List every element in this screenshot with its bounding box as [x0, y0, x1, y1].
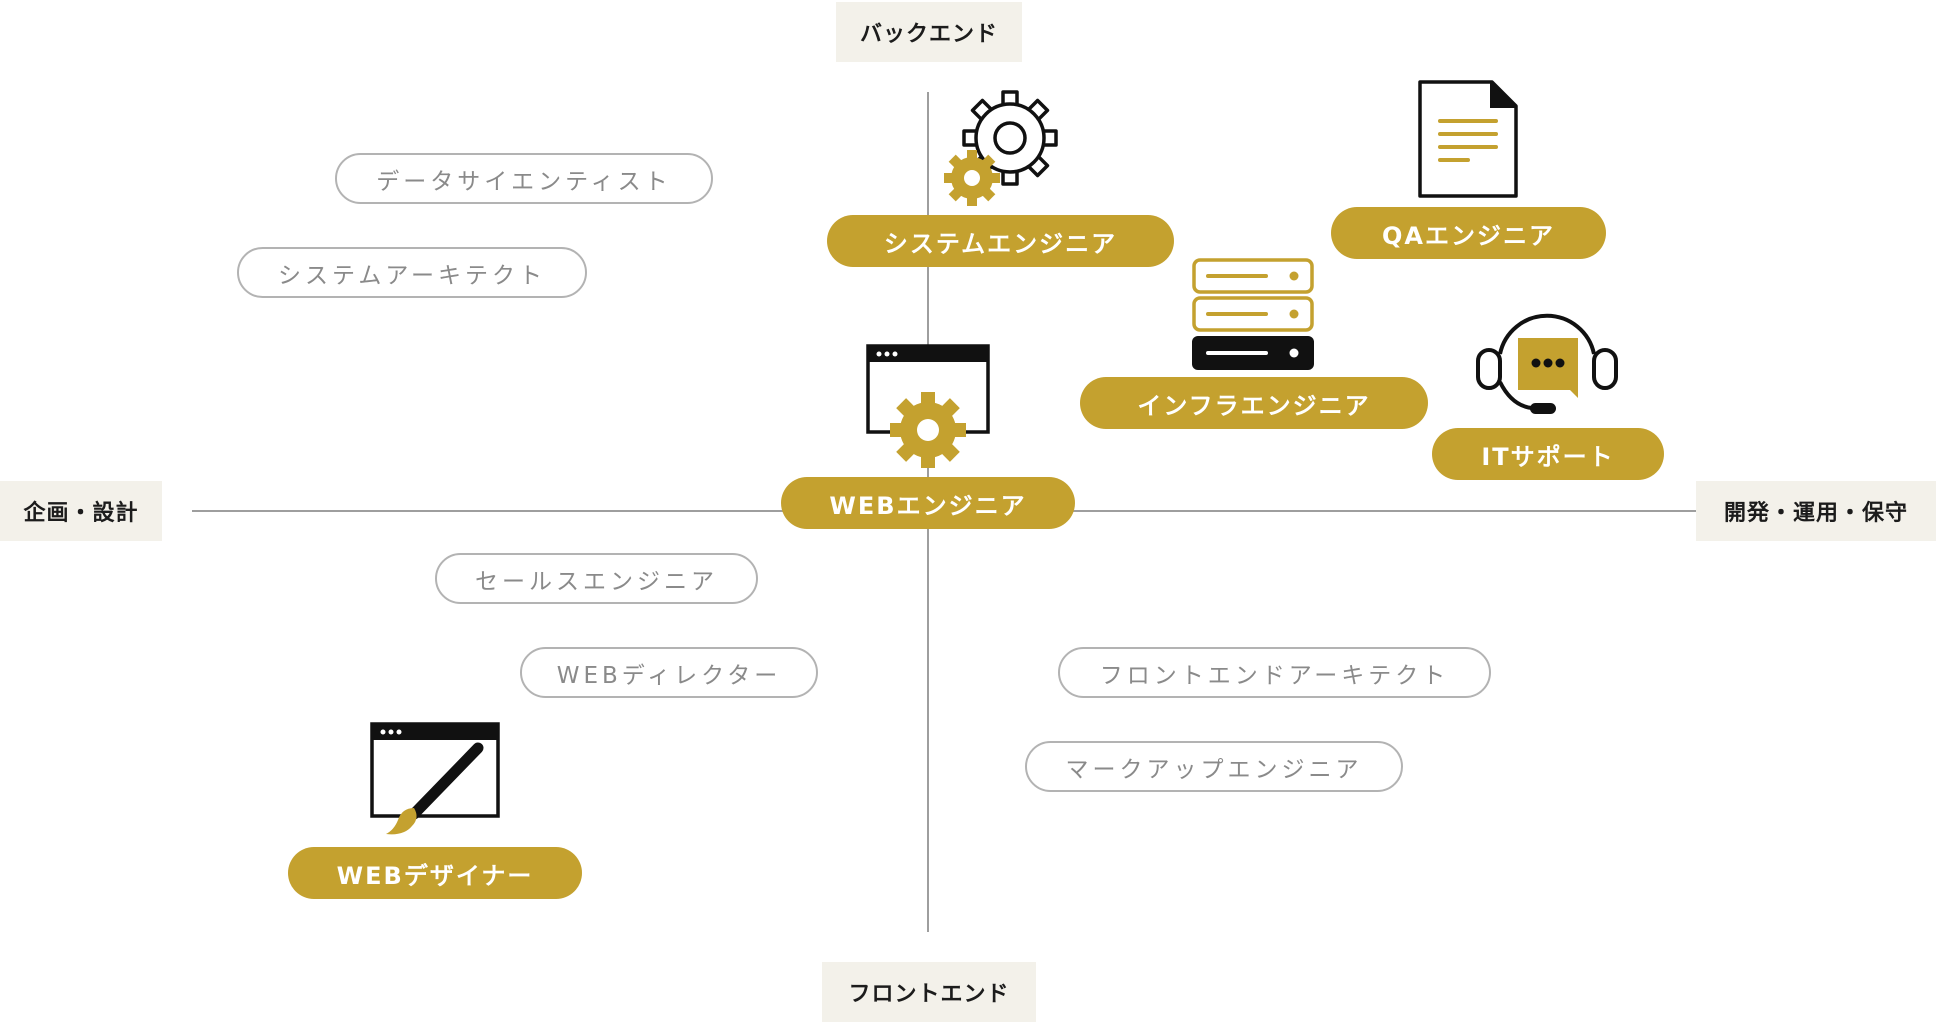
axis-label-bottom: フロントエンド: [822, 962, 1036, 1022]
role-markup-engineer: マークアップエンジニア: [1025, 741, 1403, 792]
role-system-architect: システムアーキテクト: [237, 247, 587, 298]
headset-chat-icon: [1476, 313, 1618, 414]
role-system-engineer: システムエンジニア: [827, 215, 1174, 267]
server-icon: [1192, 258, 1314, 370]
role-sales-engineer: セールスエンジニア: [435, 553, 758, 604]
role-web-director: WEBディレクター: [520, 647, 818, 698]
axis-label-left: 企画・設計: [0, 481, 162, 541]
role-it-support: ITサポート: [1432, 428, 1664, 480]
axis-label-right: 開発・運用・保守: [1696, 481, 1936, 541]
browser-gear-icon: [866, 344, 990, 468]
role-frontend-architect: フロントエンドアーキテクト: [1058, 647, 1491, 698]
role-data-scientist: データサイエンティスト: [335, 153, 713, 204]
gears-icon: [944, 90, 1058, 206]
role-qa-engineer: QAエンジニア: [1331, 207, 1606, 259]
role-infra-engineer: インフラエンジニア: [1080, 377, 1428, 429]
role-web-designer: WEBデザイナー: [288, 847, 582, 899]
browser-brush-icon: [370, 722, 500, 835]
role-web-engineer: WEBエンジニア: [781, 477, 1075, 529]
document-icon: [1418, 80, 1518, 198]
axis-label-top: バックエンド: [836, 2, 1022, 62]
